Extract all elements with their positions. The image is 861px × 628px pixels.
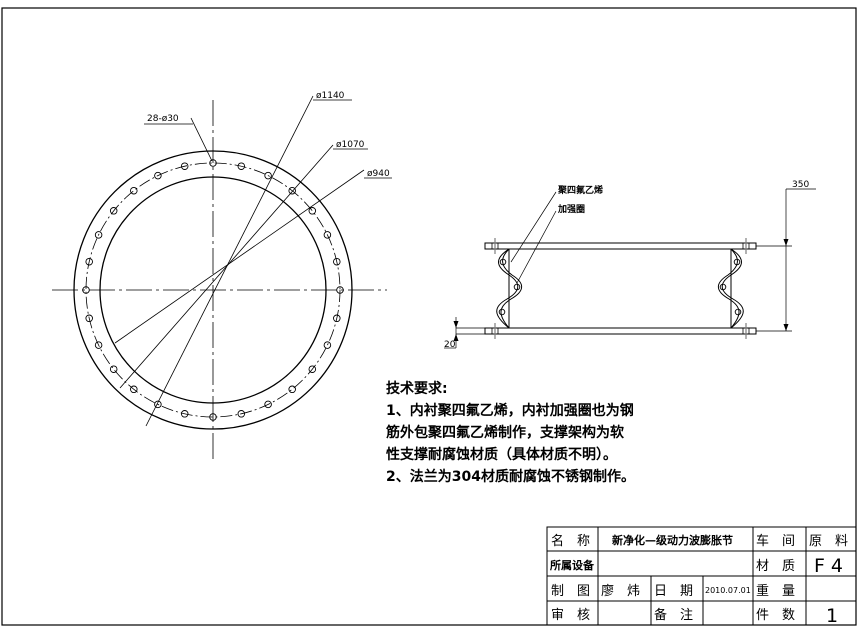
bottom-flange — [484, 327, 757, 335]
pitch-circle — [85, 162, 341, 418]
technical-requirements: 技术要求: 1、内衬聚四氟乙烯，内衬加强圈也为钢 筋外包聚四氟乙烯制作，支撑架构… — [386, 378, 706, 488]
notes-line-2: 筋外包聚四氟乙烯制作，支撑架构为软 — [386, 425, 624, 441]
inner-circle — [99, 176, 327, 404]
bolt-hole — [288, 385, 296, 394]
tb-qty-label: 件 数 — [756, 608, 795, 623]
tb-date-label: 日 期 — [654, 584, 693, 599]
tb-remark-label: 备 注 — [654, 607, 693, 623]
bolt-hole — [130, 385, 138, 394]
tb-date-value: 2010.07.01 — [705, 586, 751, 595]
dim-holes: 28-ø30 — [147, 114, 179, 124]
leader-holes — [190, 117, 213, 162]
bolt-hole — [209, 413, 217, 421]
notes-title: 技术要求: — [386, 381, 448, 397]
bolt-hole — [333, 314, 341, 323]
bolt-hole — [94, 341, 103, 349]
tb-weight-label: 重 量 — [756, 583, 795, 599]
bolt-hole — [154, 171, 162, 180]
side-view — [444, 188, 816, 349]
dim-flange-20: 20 — [444, 340, 456, 350]
notes-line-3: 性支撑耐腐蚀材质（具体材质不明）。 — [386, 447, 617, 463]
label-reinforcing-ring: 加强圈 — [557, 203, 585, 215]
bolt-hole — [336, 286, 344, 294]
right-bellows — [721, 248, 744, 329]
bolt-hole — [109, 365, 118, 373]
left-bellows — [496, 248, 519, 329]
bolt-hole — [264, 171, 272, 180]
bolt-hole — [180, 410, 189, 418]
label-ptfe-liner: 聚四氟乙烯 — [557, 184, 603, 196]
bolt-hole — [323, 231, 332, 239]
reinforcing-rings — [498, 258, 742, 316]
dim-height-350: 350 — [792, 180, 809, 190]
bolt-center-lines — [494, 238, 747, 339]
tb-workshop-label: 车 间 — [756, 533, 795, 549]
bolt-hole — [180, 162, 189, 170]
bolt-hole — [85, 257, 93, 266]
tb-drawn-label: 制 图 — [551, 584, 590, 599]
bolt-hole — [209, 159, 217, 167]
dim-d1070: ø1070 — [336, 140, 365, 150]
bolt-holes — [82, 159, 344, 421]
bolt-hole — [264, 400, 272, 409]
tb-name-value: 新净化—级动力波膨胀节 — [612, 533, 733, 547]
bolt-hole — [130, 186, 138, 195]
bolt-hole — [82, 286, 90, 294]
left-bellows-outer — [500, 248, 523, 329]
tb-raw-label: 原 料 — [809, 534, 848, 549]
bolt-hole — [308, 365, 317, 373]
outer-circle — [73, 150, 353, 430]
sheet-border — [1, 7, 857, 626]
tb-material-label: 材 质 — [756, 559, 795, 574]
tb-check-label: 审 核 — [551, 608, 590, 623]
title-block — [546, 526, 857, 626]
right-bellows-outer — [717, 248, 740, 329]
bolt-hole — [85, 314, 93, 323]
bolt-hole — [288, 186, 296, 195]
notes-line-4: 2、法兰为304材质耐腐蚀不锈钢制作。 — [386, 469, 635, 485]
leader-ring — [516, 210, 557, 284]
notes-line-1: 1、内衬聚四氟乙烯，内衬加强圈也为钢 — [386, 403, 634, 419]
dim-arrows — [453, 239, 789, 341]
bolt-hole — [308, 207, 317, 215]
tb-name-label: 名 称 — [551, 533, 590, 549]
front-view — [52, 95, 392, 462]
leader-d1070 — [119, 144, 334, 389]
dim-d1140: ø1140 — [316, 91, 345, 101]
bolt-hole — [154, 400, 162, 409]
tb-equip-label: 所属设备 — [550, 558, 595, 572]
leader-liner — [510, 191, 557, 263]
tb-drawn-value: 廖 炜 — [601, 583, 640, 599]
bolt-hole — [237, 410, 246, 418]
tb-material-value: F4 — [814, 555, 849, 577]
top-flange — [484, 242, 757, 250]
bolt-hole — [109, 207, 118, 215]
bolt-hole — [333, 257, 341, 266]
bolt-hole — [237, 162, 246, 170]
leader-d940 — [114, 169, 365, 344]
dim-d940: ø940 — [367, 169, 390, 179]
bolt-hole — [323, 341, 332, 349]
bolt-hole — [94, 231, 103, 239]
leader-d1140 — [145, 95, 314, 427]
flange-bolt-marks — [491, 243, 750, 334]
tb-qty-value: 1 — [826, 605, 838, 627]
